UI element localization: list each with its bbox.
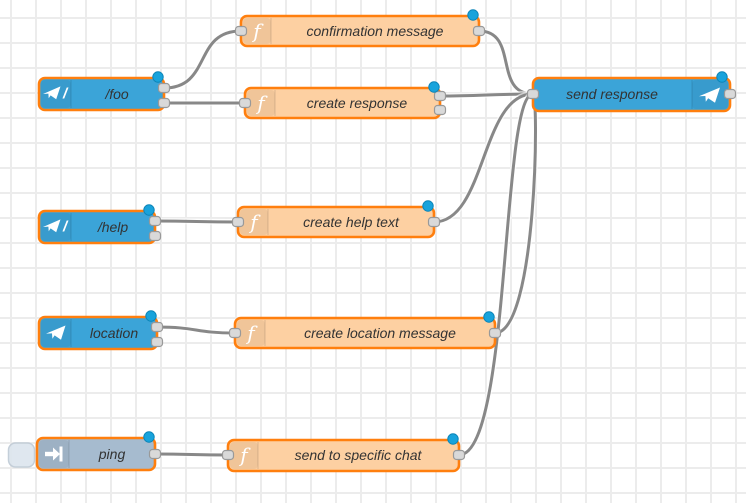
node-location[interactable]: location: [37, 310, 164, 351]
node-body[interactable]: [37, 209, 157, 245]
node-label: confirmation message: [307, 23, 444, 39]
input-port[interactable]: [228, 327, 242, 339]
svg-text:/: /: [62, 219, 69, 236]
wire-foo-to-confirmation-message[interactable]: [162, 29, 243, 90]
wire-create-help-text-to-send-response[interactable]: [432, 92, 535, 224]
node-foo[interactable]: / /foo: [37, 71, 171, 112]
inject-button[interactable]: [7, 442, 36, 468]
icon-area: [240, 209, 268, 235]
node-send-response[interactable]: send response: [526, 71, 737, 113]
icon-area: [237, 320, 265, 346]
output-port-1[interactable]: [433, 90, 447, 102]
input-port[interactable]: [234, 25, 248, 37]
output-port[interactable]: [148, 448, 162, 460]
wire-help-to-create-help-text[interactable]: [153, 219, 240, 224]
input-port[interactable]: [238, 97, 252, 109]
wire-confirmation-message-to-send-response[interactable]: [477, 29, 535, 96]
node-ping[interactable]: ping: [7, 431, 162, 472]
output-port-2[interactable]: [148, 230, 162, 242]
node-label: create location message: [304, 325, 456, 341]
telegram-plane-icon: [46, 325, 66, 340]
node-help[interactable]: / /help: [37, 204, 162, 245]
modified-dot: [447, 433, 459, 445]
svg-text:/: /: [62, 86, 69, 103]
node-create-location-message[interactable]: f create location message: [228, 311, 502, 350]
output-port[interactable]: [427, 216, 441, 228]
output-port-2[interactable]: [157, 97, 171, 109]
node-label: ping: [98, 446, 126, 462]
modified-dot: [143, 431, 155, 443]
output-port-2[interactable]: [433, 104, 447, 116]
modified-dot: [483, 311, 495, 323]
input-port[interactable]: [221, 449, 235, 461]
icon-area: [230, 442, 258, 469]
node-label: /help: [97, 219, 129, 235]
output-port[interactable]: [723, 88, 737, 100]
output-port[interactable]: [452, 449, 466, 461]
node-confirmation-message[interactable]: f confirmation message: [234, 9, 486, 48]
node-label: location: [90, 325, 138, 341]
telegram-plane-slash-icon: /: [43, 219, 69, 236]
icon-area: [243, 18, 271, 44]
node-create-help-text[interactable]: f create help text: [231, 200, 441, 239]
modified-dot: [152, 71, 164, 83]
node-body[interactable]: [37, 315, 159, 351]
output-port-2[interactable]: [150, 336, 164, 348]
icon-area: [247, 90, 275, 116]
modified-dot: [716, 71, 728, 83]
node-body[interactable]: [37, 76, 166, 112]
telegram-plane-slash-icon: /: [43, 86, 69, 103]
node-create-response[interactable]: f create response: [238, 81, 447, 120]
wire-send-to-specific-chat-to-send-response[interactable]: [457, 92, 535, 457]
wires: [152, 28, 539, 458]
modified-dot: [143, 204, 155, 216]
output-port[interactable]: [472, 25, 486, 37]
wire-ping-to-send-to-specific-chat[interactable]: [153, 452, 230, 457]
inject-arrow-icon: [45, 446, 63, 462]
modified-dot: [422, 200, 434, 212]
modified-dot: [428, 81, 440, 93]
modified-dot: [467, 9, 479, 21]
node-label: /foo: [104, 86, 129, 102]
input-port[interactable]: [231, 216, 245, 228]
output-port-1[interactable]: [150, 321, 164, 333]
node-label: create response: [307, 95, 408, 111]
wire-location-to-create-location-message[interactable]: [155, 325, 237, 335]
node-label: send response: [566, 86, 658, 102]
node-label: send to specific chat: [295, 447, 423, 463]
output-port-1[interactable]: [148, 215, 162, 227]
output-port-1[interactable]: [157, 82, 171, 94]
node-label: create help text: [303, 214, 400, 230]
modified-dot: [145, 310, 157, 322]
telegram-plane-icon: [699, 87, 720, 103]
node-send-to-specific-chat[interactable]: f send to specific chat: [221, 433, 466, 473]
output-port[interactable]: [488, 327, 502, 339]
input-port[interactable]: [526, 88, 540, 100]
